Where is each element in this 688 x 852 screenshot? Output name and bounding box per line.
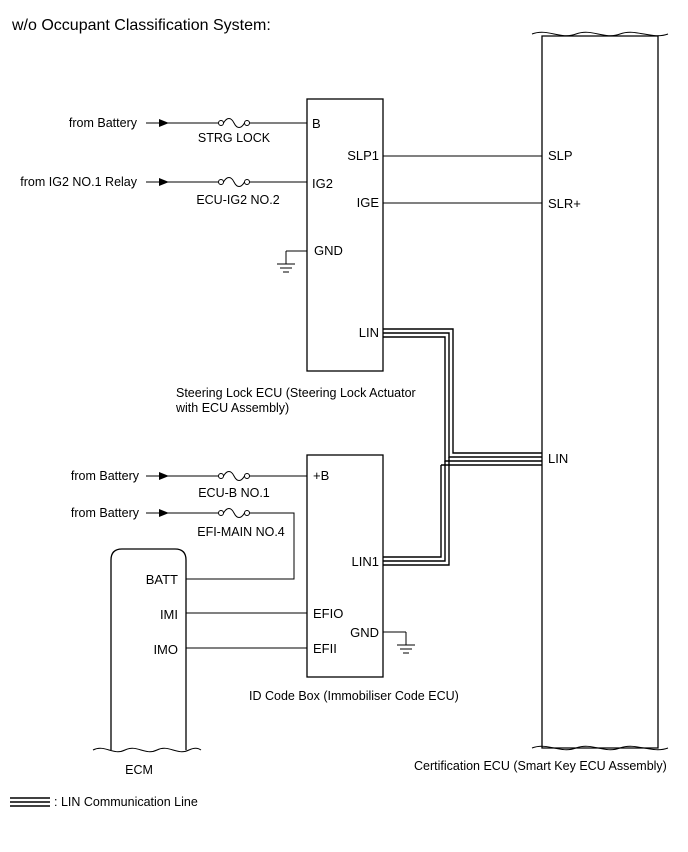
slecu-pin-lin: LIN: [359, 325, 379, 340]
steering-lock-ecu-caption-2: with ECU Assembly): [175, 401, 289, 415]
fuse-icon: [218, 471, 250, 481]
fuse-efi-main: EFI-MAIN NO.4: [197, 525, 285, 539]
cert-pin-slp: SLP: [548, 148, 573, 163]
certification-ecu-caption: Certification ECU (Smart Key ECU Assembl…: [414, 759, 667, 773]
idbox-pin-efio: EFIO: [313, 606, 343, 621]
ecm-caption: ECM: [125, 763, 153, 777]
cert-pin-slr-plus: SLR+: [548, 196, 581, 211]
certification-ecu-box: [531, 31, 669, 751]
fuse-icon: [218, 508, 250, 518]
fuse-strg-lock: STRG LOCK: [198, 131, 271, 145]
fuse-icon: [218, 118, 250, 128]
slecu-pin-b: B: [312, 116, 321, 131]
idbox-pin-lin1: LIN1: [352, 554, 379, 569]
ecm-pin-batt: BATT: [146, 572, 178, 587]
ground-icon: [277, 250, 307, 273]
source-battery-1: from Battery: [69, 116, 138, 130]
id-code-box-caption: ID Code Box (Immobiliser Code ECU): [249, 689, 459, 703]
diagram-title: w/o Occupant Classification System:: [11, 17, 271, 34]
fuse-ecu-b: ECU-B NO.1: [198, 486, 270, 500]
fuse-ecu-ig2: ECU-IG2 NO.2: [196, 193, 279, 207]
fuse-icon: [218, 177, 250, 187]
id-code-box: [306, 454, 384, 678]
idbox-pin-efii: EFII: [313, 641, 337, 656]
slecu-pin-slp1: SLP1: [347, 148, 379, 163]
steering-lock-ecu-box: [306, 98, 384, 372]
legend-lin-label: : LIN Communication Line: [54, 795, 198, 809]
slecu-pin-gnd: GND: [314, 243, 343, 258]
wire-efi-batt: [186, 512, 295, 580]
idbox-pin-b-plus: +B: [313, 468, 329, 483]
cert-pin-lin: LIN: [548, 451, 568, 466]
ecm-box: [92, 548, 202, 753]
idbox-pin-gnd: GND: [350, 625, 379, 640]
lin-bus: [383, 328, 542, 566]
lin-line-legend-icon: [10, 797, 50, 807]
ecm-pin-imo: IMO: [153, 642, 178, 657]
source-ig2-relay: from IG2 NO.1 Relay: [20, 175, 137, 189]
source-battery-3: from Battery: [71, 506, 140, 520]
ground-icon: [383, 631, 415, 654]
slecu-pin-ig2: IG2: [312, 176, 333, 191]
steering-lock-ecu-caption-1: Steering Lock ECU (Steering Lock Actuato…: [176, 386, 416, 400]
ecm-pin-imi: IMI: [160, 607, 178, 622]
source-battery-2: from Battery: [71, 469, 140, 483]
slecu-pin-ige: IGE: [357, 195, 380, 210]
